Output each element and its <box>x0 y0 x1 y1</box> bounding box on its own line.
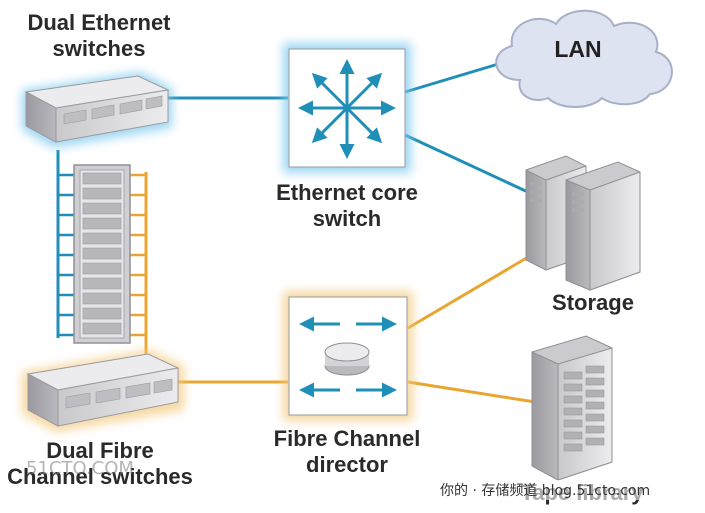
label-line: switches <box>52 35 146 61</box>
label-line: Fibre Channel <box>273 426 421 451</box>
ethernet-core-switch-label: Ethernet core switch <box>262 180 432 232</box>
label-line: Dual Fibre <box>46 438 154 463</box>
dual-ethernet-switches-label: Dual Ethernet switches <box>14 10 184 62</box>
dual-fc-switches-label: Dual Fibre Channel switches <box>0 438 200 490</box>
label-line: Ethernet core <box>276 180 418 205</box>
storage-label: Storage <box>552 290 634 315</box>
core-to-lan-link <box>404 60 506 94</box>
fc-director-label: Fibre Channel director <box>262 426 432 478</box>
ethernet-core-switch-icon <box>283 43 411 173</box>
server-rack <box>73 164 131 344</box>
ethernet-links <box>168 60 531 195</box>
label-line: director <box>306 451 388 477</box>
dual-ethernet-switch-icon <box>22 72 172 148</box>
director-to-tape-link <box>407 380 536 404</box>
fc-director-icon <box>283 291 413 421</box>
rack-cabling <box>56 150 148 362</box>
watermark-right: 你的 · 存储频道 blog.51cto.com <box>440 480 651 500</box>
storage-icon <box>525 155 641 291</box>
director-to-storage-link <box>407 251 536 330</box>
label-line: switch <box>312 205 382 231</box>
label-line: Channel switches <box>7 463 193 489</box>
watermark-left: 51CTO.COM <box>26 458 134 479</box>
label-line: Dual Ethernet <box>27 10 171 35</box>
dual-fc-switch-icon <box>22 350 184 432</box>
lan-label: LAN <box>554 36 602 62</box>
lan-cloud-icon <box>495 9 673 108</box>
core-to-storage-link <box>404 133 531 195</box>
tape-library-icon <box>531 335 613 481</box>
fibre-links <box>178 251 536 404</box>
